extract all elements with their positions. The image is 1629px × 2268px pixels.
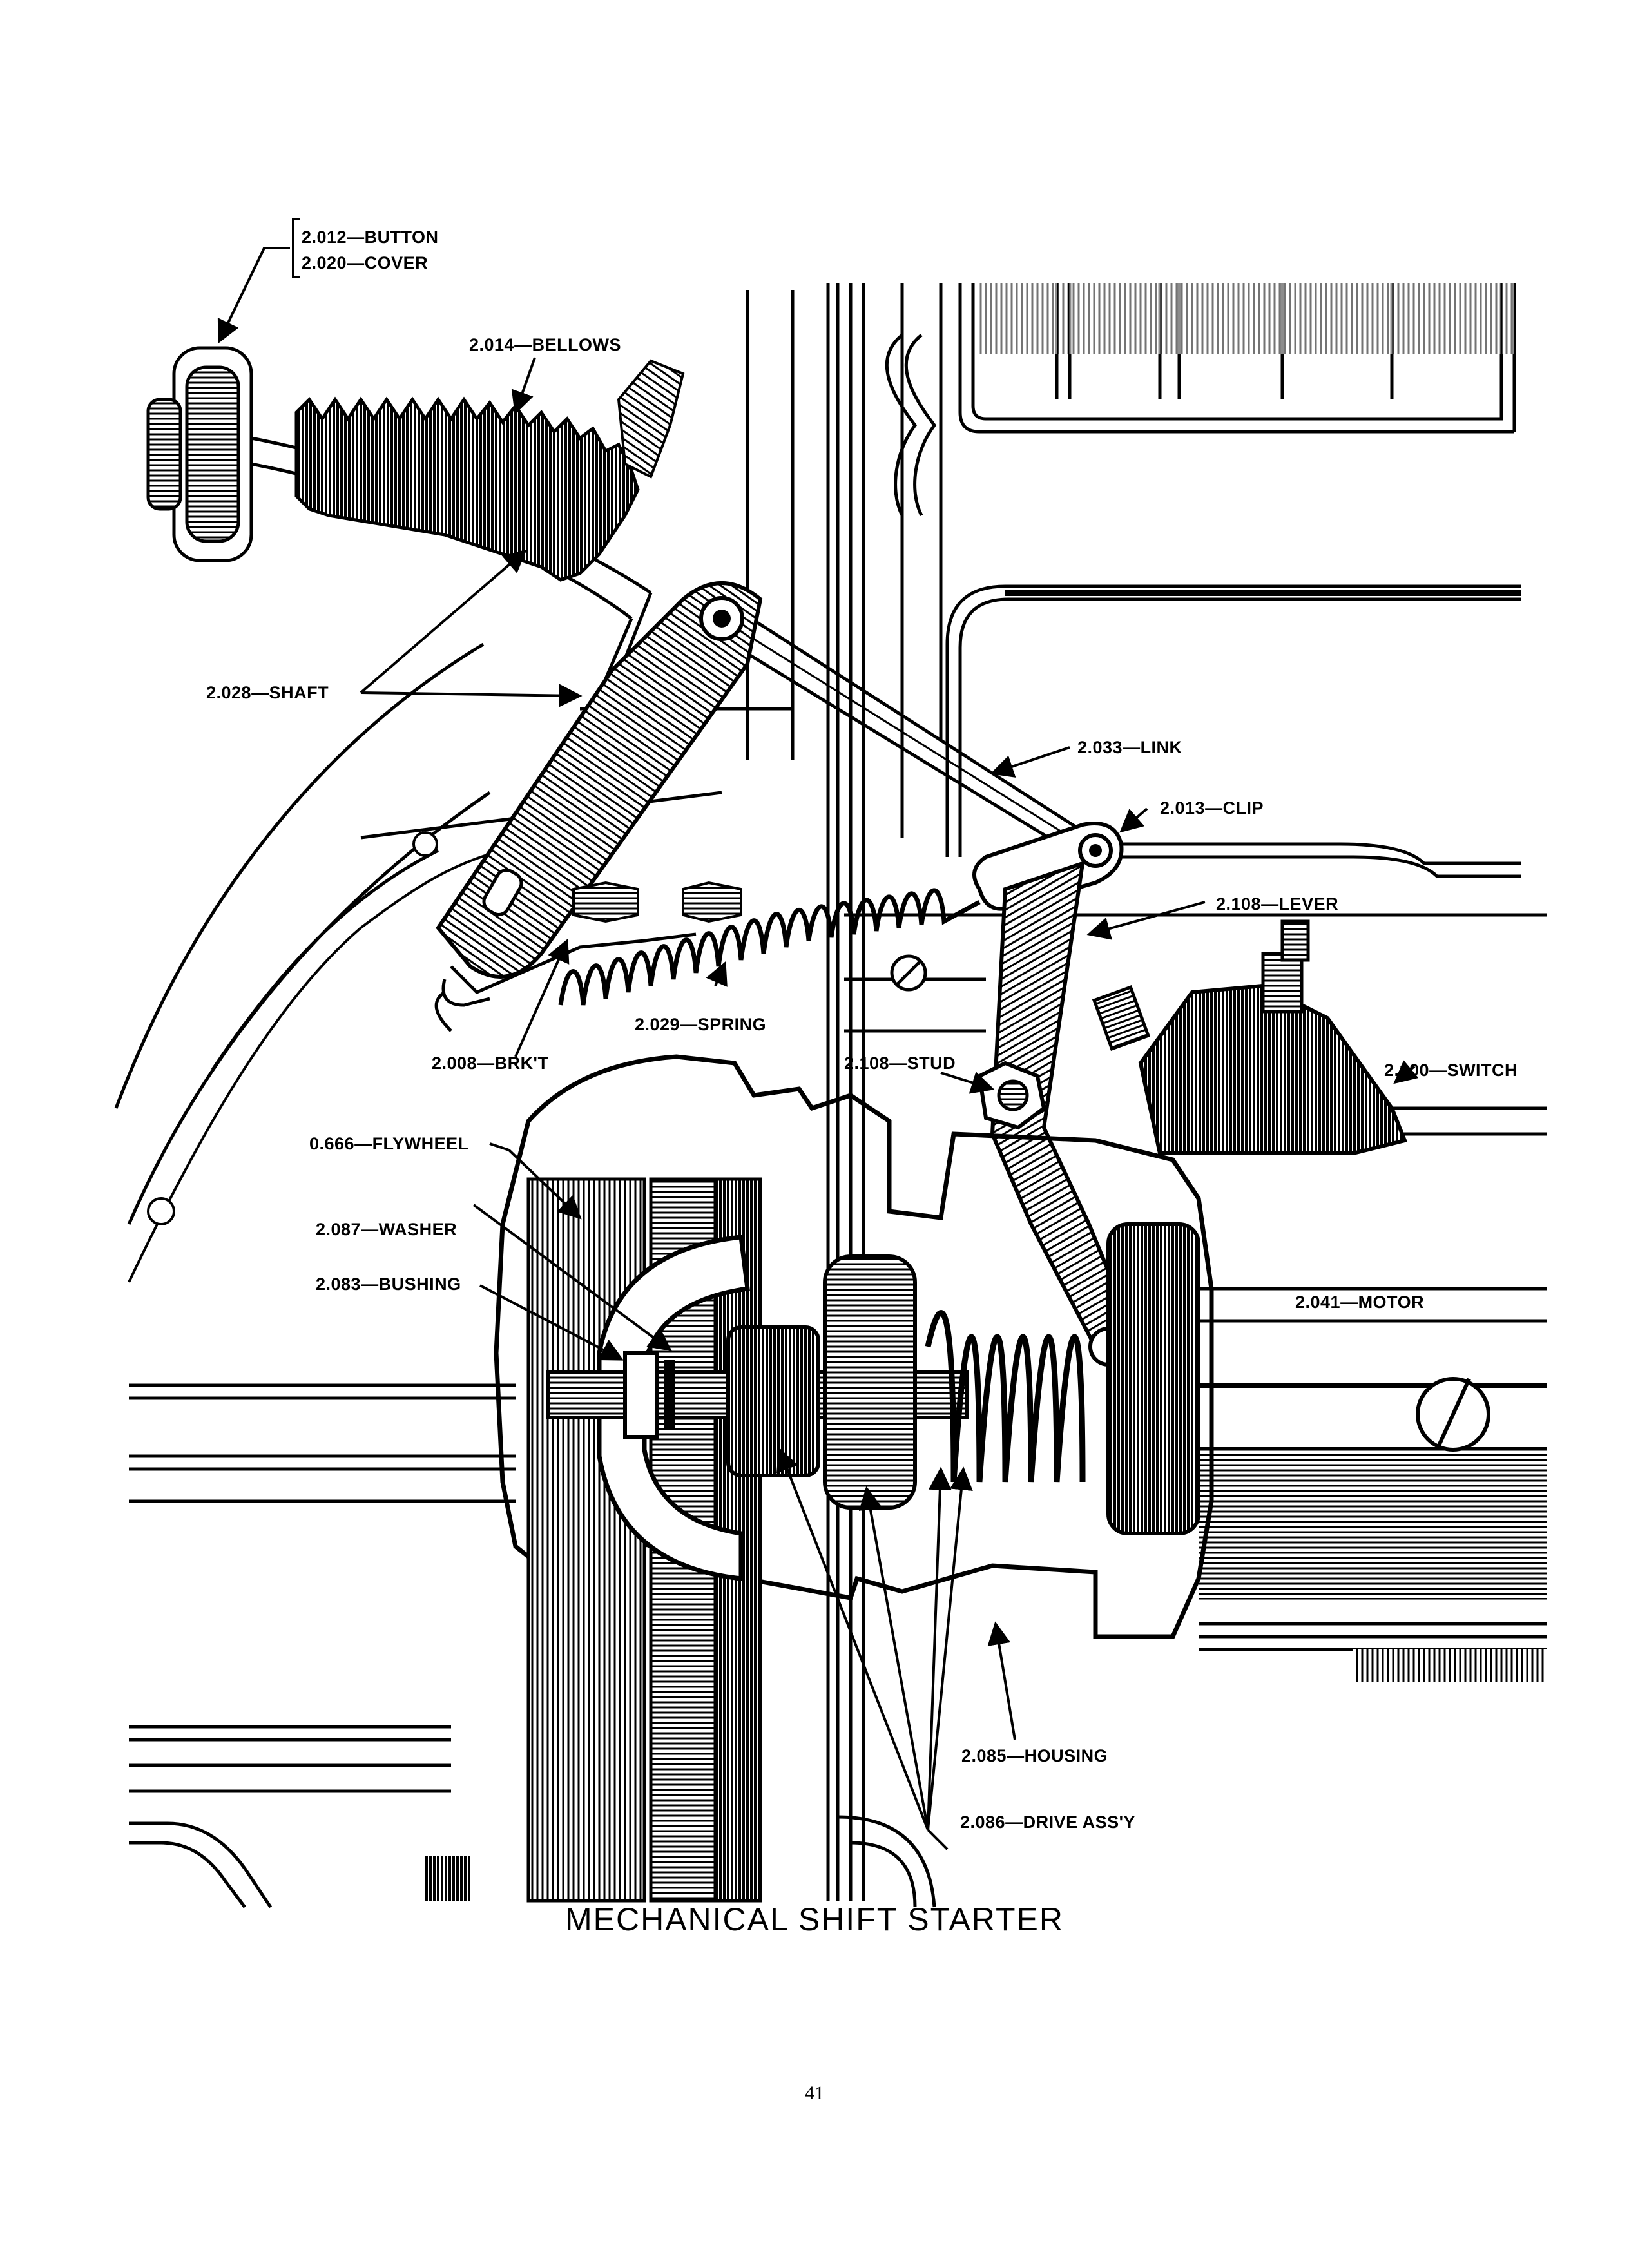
leader-lever <box>1086 901 1206 940</box>
drive-spring <box>925 1310 1086 1483</box>
label-cover: 2.020—COVER <box>302 253 429 273</box>
switch-body <box>1138 983 1408 1155</box>
bellows <box>294 396 640 582</box>
label-bushing: 2.083—BUSHING <box>316 1274 461 1294</box>
label-bellows: 2.014—BELLOWS <box>469 335 622 354</box>
leader-flywheel <box>489 1142 582 1220</box>
button-cover <box>146 346 253 562</box>
figure-caption: MECHANICAL SHIFT STARTER <box>564 1901 1065 1937</box>
motor-frame-hatch <box>1199 1450 1547 1598</box>
leader-washer <box>472 1204 672 1352</box>
label-flywheel: 0.666—FLYWHEEL <box>309 1134 469 1153</box>
leader-switch <box>1393 1060 1419 1084</box>
label-washer: 2.087—WASHER <box>316 1220 458 1239</box>
label-spring: 2.029—SPRING <box>635 1015 767 1034</box>
leader-lines <box>219 218 1419 1850</box>
motor-end <box>1106 1222 1200 1535</box>
motor-base-hatch <box>1353 1649 1547 1682</box>
label-clip: 2.013—CLIP <box>1160 798 1264 818</box>
label-drive: 2.086—DRIVE ASS'Y <box>960 1812 1136 1832</box>
label-link: 2.033—LINK <box>1077 738 1182 757</box>
label-brkt: 2.008—BRK'T <box>432 1053 549 1073</box>
page-number: 41 <box>805 2082 824 2104</box>
drive-pinion <box>726 1325 820 1477</box>
leader-shaft-2 <box>360 684 583 707</box>
guide-screw <box>147 1197 175 1225</box>
leader-housing <box>987 1621 1016 1740</box>
bushing <box>623 1351 659 1439</box>
housing-bell <box>597 1235 750 1581</box>
label-stud: 2.108—STUD <box>844 1053 956 1073</box>
left-frame-lines <box>129 1383 936 1908</box>
bracket <box>434 932 697 1032</box>
left-frame-hatch <box>425 1856 470 1901</box>
label-switch: 2.100—SWITCH <box>1384 1061 1518 1080</box>
guide-plate <box>114 642 795 1225</box>
leader-stud <box>940 1072 995 1094</box>
clip-pin <box>1089 844 1102 857</box>
leader-link <box>990 746 1070 778</box>
guide-plate-2 <box>128 849 503 1283</box>
leader-clip <box>1119 807 1148 833</box>
leader-drive <box>776 1447 929 1831</box>
bracket-bolts <box>572 881 742 923</box>
label-lever: 2.108—LEVER <box>1216 894 1339 914</box>
washer <box>664 1360 675 1430</box>
leader-spring <box>706 961 728 987</box>
drive-collar <box>823 1254 917 1510</box>
upper-block-hatch <box>979 284 1514 354</box>
leader-brkt <box>514 938 570 1057</box>
plate-screw <box>412 831 438 857</box>
return-spring <box>558 888 981 1006</box>
lever-pivot-inner <box>713 610 731 628</box>
label-motor: 2.041—MOTOR <box>1295 1293 1425 1312</box>
lever-slot <box>482 869 523 916</box>
leader-shaft-1 <box>360 549 527 694</box>
leader-button <box>219 218 300 341</box>
label-button: 2.012—BUTTON <box>302 227 439 247</box>
leader-bellows <box>511 357 536 415</box>
stud <box>997 1079 1029 1111</box>
switch-terminals <box>1092 919 1310 1052</box>
bellows-boot <box>617 359 685 479</box>
label-housing: 2.085—HOUSING <box>961 1746 1108 1765</box>
label-shaft: 2.028—SHAFT <box>206 683 329 702</box>
leader-bushing <box>479 1284 624 1361</box>
